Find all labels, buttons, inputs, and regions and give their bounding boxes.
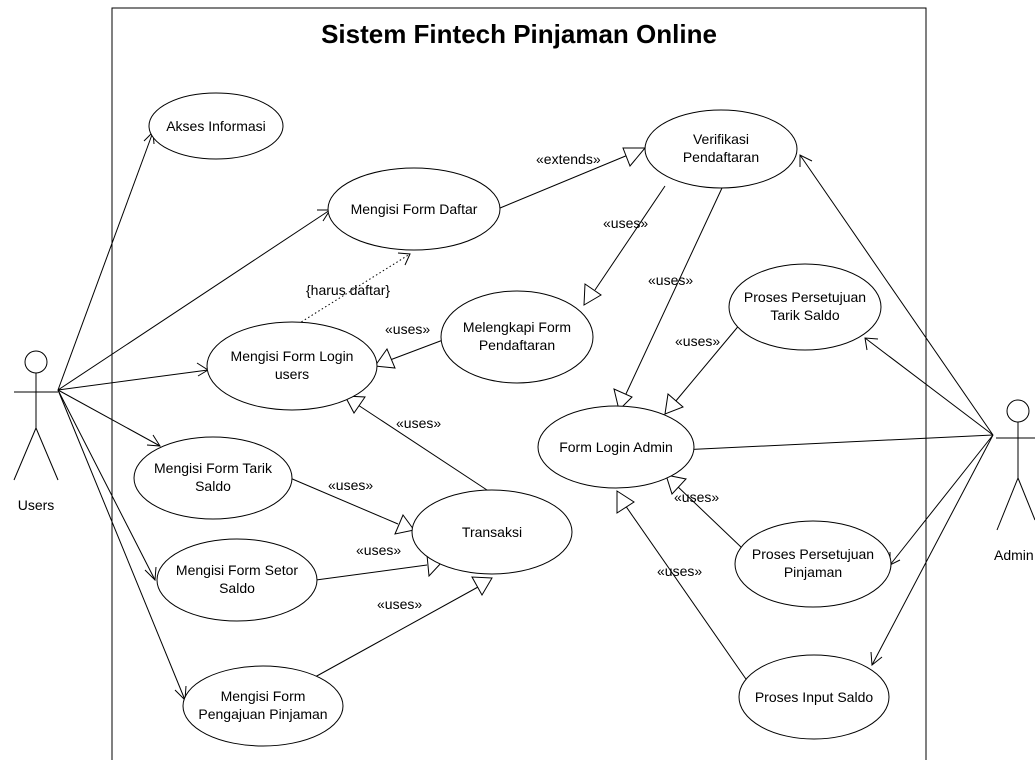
svg-text:Saldo: Saldo (195, 478, 231, 494)
label-uses-tarik-transaksi: «uses» (328, 477, 373, 493)
svg-text:Pinjaman: Pinjaman (784, 564, 842, 580)
svg-text:Mengisi Form Daftar: Mengisi Form Daftar (351, 201, 478, 217)
use-case-form-login-admin: Form Login Admin (537, 405, 695, 489)
use-case-mengisi-form-daftar: Mengisi Form Daftar (327, 167, 501, 251)
svg-text:Pendaftaran: Pendaftaran (683, 149, 759, 165)
svg-text:Melengkapi Form: Melengkapi Form (463, 319, 571, 335)
label-extends: «extends» (536, 151, 601, 167)
svg-text:Verifikasi: Verifikasi (693, 131, 749, 147)
actor-users: Users (13, 350, 59, 513)
svg-text:Mengisi Form Login: Mengisi Form Login (231, 348, 354, 364)
label-uses-melengkapi-login: «uses» (385, 321, 430, 337)
svg-text:Akses Informasi: Akses Informasi (166, 118, 266, 134)
svg-text:Pendaftaran: Pendaftaran (479, 337, 555, 353)
relations (289, 147, 749, 683)
svg-text:Transaksi: Transaksi (462, 524, 522, 540)
label-uses-verif-melengkapi: «uses» (603, 215, 648, 231)
svg-text:Admin: Admin (994, 547, 1034, 563)
use-case-akses-informasi: Akses Informasi (148, 92, 284, 160)
svg-text:Proses Input Saldo: Proses Input Saldo (755, 689, 874, 705)
svg-text:Users: Users (18, 497, 55, 513)
label-uses-input-admin: «uses» (657, 563, 702, 579)
label-uses-tarik-admin: «uses» (675, 333, 720, 349)
svg-text:Mengisi Form Tarik: Mengisi Form Tarik (154, 460, 273, 476)
use-case-mengisi-form-pengajuan-pinjaman: Mengisi Form Pengajuan Pinjaman (182, 665, 344, 747)
svg-text:Proses Persetujuan: Proses Persetujuan (744, 289, 866, 305)
svg-text:Saldo: Saldo (219, 580, 255, 596)
svg-text:users: users (275, 366, 309, 382)
svg-text:Proses Persetujuan: Proses Persetujuan (752, 546, 874, 562)
label-harus-daftar: {harus daftar} (306, 282, 390, 298)
label-uses-pinjaman-admin: «uses» (674, 489, 719, 505)
label-uses-transaksi-login: «uses» (396, 415, 441, 431)
svg-text:Form Login Admin: Form Login Admin (559, 439, 673, 455)
use-case-proses-persetujuan-tarik-saldo: Proses Persetujuan Tarik Saldo (728, 263, 882, 351)
use-case-transaksi: Transaksi (411, 489, 573, 575)
system-title: Sistem Fintech Pinjaman Online (321, 19, 717, 49)
svg-text:Mengisi Form: Mengisi Form (221, 688, 306, 704)
actor-admin: Admin (994, 399, 1035, 563)
svg-text:Pengajuan Pinjaman: Pengajuan Pinjaman (198, 706, 327, 722)
use-case-verifikasi-pendaftaran: Verifikasi Pendaftaran (644, 109, 798, 189)
label-uses-pengajuan-transaksi: «uses» (377, 596, 422, 612)
label-uses-verif-login-admin: «uses» (648, 272, 693, 288)
label-uses-setor-transaksi: «uses» (356, 542, 401, 558)
use-case-melengkapi-form-pendaftaran: Melengkapi Form Pendaftaran (440, 290, 594, 384)
svg-text:Mengisi Form Setor: Mengisi Form Setor (176, 562, 298, 578)
use-case-proses-persetujuan-pinjaman: Proses Persetujuan Pinjaman (734, 520, 892, 608)
use-case-mengisi-form-setor-saldo: Mengisi Form Setor Saldo (156, 538, 318, 622)
system-boundary (111, 7, 927, 760)
use-case-mengisi-form-tarik-saldo: Mengisi Form Tarik Saldo (133, 436, 293, 520)
svg-text:Tarik Saldo: Tarik Saldo (770, 307, 839, 323)
admin-associations (678, 154, 994, 666)
use-case-mengisi-form-login-users: Mengisi Form Login users (206, 321, 378, 411)
use-case-proses-input-saldo: Proses Input Saldo (738, 654, 890, 740)
